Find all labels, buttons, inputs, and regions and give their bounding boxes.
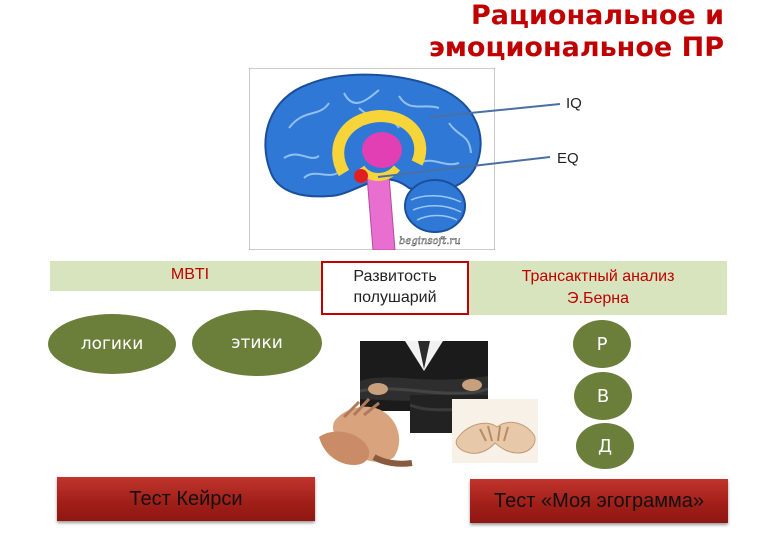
transactional-line-2: Э.Берна — [567, 290, 629, 307]
iq-label: IQ — [566, 95, 582, 112]
brain-watermark: beginsoft.ru — [399, 236, 461, 247]
transactional-band — [469, 261, 727, 315]
clasped-hands-photo — [452, 399, 538, 463]
title-line-1: Рациональное и — [470, 0, 724, 31]
keirsey-test-button[interactable]: Тест Кейрси — [57, 477, 315, 521]
logic-oval: логики — [48, 314, 176, 374]
transactional-label: Трансактный анализ Э.Берна — [469, 266, 727, 310]
egogram-test-button[interactable]: Тест «Моя эгограмма» — [470, 479, 728, 523]
title-line-2: эмоциональное ПР — [428, 32, 724, 63]
development-box: Развитость полушарий — [321, 261, 469, 315]
adult-state-circle: В — [574, 372, 632, 420]
development-line-2: полушарий — [353, 289, 437, 306]
crossed-arms-photo — [360, 341, 488, 411]
development-line-1: Развитость — [353, 268, 437, 285]
brain-illustration: beginsoft.ru — [249, 68, 495, 250]
child-state-circle: Д — [576, 423, 634, 469]
eq-label: EQ — [557, 150, 579, 167]
ethics-oval: этики — [192, 310, 322, 376]
page-title: Рациональное и эмоциональное ПР — [429, 0, 724, 64]
parent-state-circle: Р — [573, 320, 631, 368]
transactional-line-1: Трансактный анализ — [521, 268, 675, 285]
mbti-label: MBTI — [170, 266, 210, 283]
clapping-hands-photo — [319, 397, 413, 467]
mbti-band — [50, 261, 321, 291]
